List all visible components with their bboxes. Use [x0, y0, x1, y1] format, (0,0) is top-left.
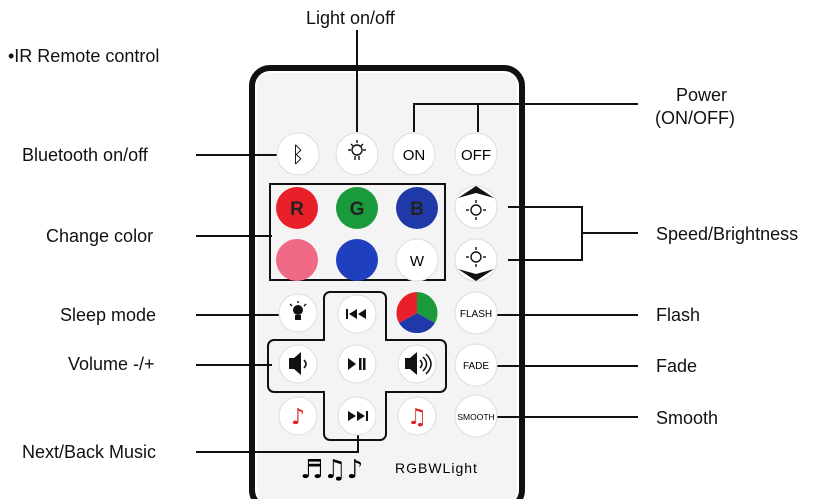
light-button[interactable]	[335, 132, 379, 176]
red-button[interactable]	[276, 187, 318, 229]
bluetooth-button[interactable]	[276, 132, 320, 176]
brand-label: RGBWLight	[395, 460, 478, 476]
blue-button-label: B	[410, 199, 424, 220]
playback-cluster-outline	[267, 291, 447, 441]
bulb-icon	[348, 140, 366, 160]
bluetooth-label: Bluetooth on/off	[22, 145, 148, 165]
speed-label: Speed/Brightness	[656, 224, 799, 244]
play-pause-icon	[348, 358, 366, 370]
bluetooth-icon: ᛒ	[291, 143, 304, 168]
smooth-label: Smooth	[656, 408, 719, 428]
music-note-icon: ♪	[291, 405, 305, 430]
sun-icon	[466, 247, 486, 267]
white-button-label: W	[410, 253, 425, 270]
off-button-label: OFF	[461, 147, 491, 164]
green-button-label: G	[350, 199, 365, 220]
change-color-label: Change color	[46, 226, 154, 246]
sun-icon	[466, 200, 486, 220]
music-staff-logo: ♬♫♪	[300, 455, 363, 485]
previous-icon	[346, 309, 366, 319]
sleep-label: Sleep mode	[60, 305, 157, 325]
next-icon	[348, 411, 368, 421]
flash-button-label: FLASH	[460, 309, 492, 320]
on-button[interactable]	[392, 132, 436, 176]
red-button-label: R	[290, 199, 304, 220]
white-button[interactable]	[395, 238, 439, 282]
play-pause-button[interactable]	[337, 344, 377, 384]
fade-button[interactable]	[454, 343, 498, 387]
volume-up-icon	[405, 352, 432, 375]
smooth-button[interactable]	[454, 394, 498, 438]
leader-lines	[196, 30, 638, 453]
sleep-bulb-icon	[289, 301, 307, 320]
power-label-line2: (ON/OFF)	[655, 108, 735, 128]
volume-down-icon	[289, 352, 307, 375]
music-note-button-right[interactable]	[397, 396, 437, 436]
green-button[interactable]	[336, 187, 378, 229]
fade-label: Fade	[656, 356, 698, 376]
down-arrow-icon	[458, 269, 494, 281]
next-back-label: Next/Back Music	[22, 442, 157, 462]
volume-label: Volume -/+	[68, 354, 155, 374]
power-label-line1: Power	[676, 85, 728, 105]
blue2-button[interactable]	[336, 239, 378, 281]
blue-button[interactable]	[396, 187, 438, 229]
music-note-button-left[interactable]	[278, 396, 318, 436]
flash-button[interactable]	[454, 291, 498, 335]
pink-button[interactable]	[276, 239, 318, 281]
smooth-button-label: SMOOTH	[457, 412, 494, 422]
on-button-label: ON	[403, 147, 426, 164]
light-label: Light on/off	[306, 8, 395, 28]
up-arrow-icon	[458, 186, 494, 198]
flash-label: Flash	[656, 305, 701, 325]
off-button[interactable]	[454, 132, 498, 176]
fade-button-label: FADE	[463, 361, 489, 372]
music-notes-icon: ♫	[407, 405, 427, 430]
diagram-title: •IR Remote control	[8, 46, 160, 66]
